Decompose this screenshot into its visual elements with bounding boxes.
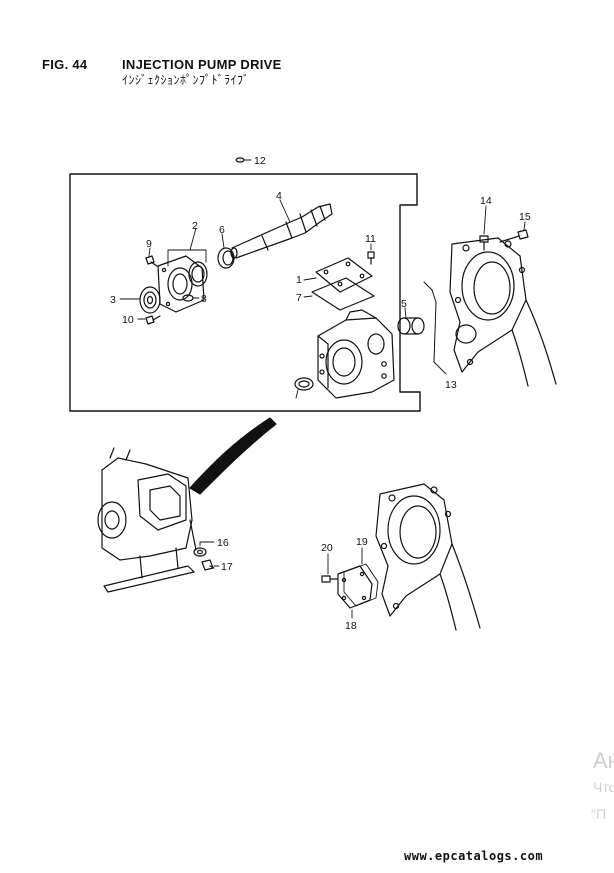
callout-4: 4 [276, 190, 282, 202]
callout-5: 5 [401, 298, 407, 310]
figure-subtitle: ｲﾝｼﾞｪｸｼｮﾝﾎﾟﾝﾌﾟﾄﾞﾗｲﾌﾞ [122, 73, 250, 87]
pump-drive-housing [317, 309, 395, 399]
callout-6: 6 [219, 224, 225, 236]
engine-illustration [97, 447, 197, 593]
callout-3: 3 [110, 294, 116, 306]
callout-13: 13 [445, 379, 457, 391]
part-17-plug [201, 559, 215, 571]
part-14-bolt [479, 235, 489, 251]
part-4-drive-shaft [230, 203, 333, 259]
callout-8: 8 [201, 293, 207, 305]
detail-frame [69, 173, 421, 412]
callout-10: 10 [122, 314, 134, 326]
housing-seal [294, 377, 314, 391]
part-20-bolt [321, 575, 339, 583]
lower-flywheel-housing [375, 483, 481, 631]
part-16-washer [193, 547, 207, 557]
callout-18: 18 [345, 620, 357, 632]
callout-17: 17 [221, 561, 233, 573]
part-5-bushing [397, 317, 425, 335]
part-11-bolt [367, 251, 375, 265]
part-3-oil-seal [139, 286, 161, 314]
part-15-bolt [499, 229, 529, 243]
callout-9: 9 [146, 238, 152, 250]
footer-site-link[interactable]: www.epcatalogs.com [404, 849, 544, 863]
watermark-line-1: Ан [593, 748, 614, 773]
detail-pointer-arrow [189, 417, 277, 495]
callout-14: 14 [480, 195, 492, 207]
callout-16: 16 [217, 537, 229, 549]
figure-number: FIG. 44 [42, 57, 88, 72]
part-12-oring [235, 157, 245, 163]
part-9-bolt [145, 255, 158, 267]
callout-20: 20 [321, 542, 333, 554]
callout-19: 19 [356, 536, 368, 548]
part-10-bolt [145, 315, 161, 325]
watermark-line-2: Что [593, 779, 614, 795]
part-19-gasket [343, 563, 379, 607]
callout-12: 12 [254, 155, 266, 167]
callout-15: 15 [519, 211, 531, 223]
part-6-ring [217, 247, 235, 269]
callout-2: 2 [192, 220, 198, 232]
part-1-cover-plate [315, 257, 373, 293]
figure-title: INJECTION PUMP DRIVE [122, 57, 282, 72]
callout-7: 7 [296, 292, 302, 304]
upper-flywheel-housing [449, 237, 557, 387]
callout-1: 1 [296, 274, 302, 286]
part-2-bearing-housing [157, 255, 208, 313]
callout-11: 11 [365, 233, 376, 245]
watermark-line-3: "П [591, 806, 607, 822]
part-7-gasket [311, 277, 375, 311]
